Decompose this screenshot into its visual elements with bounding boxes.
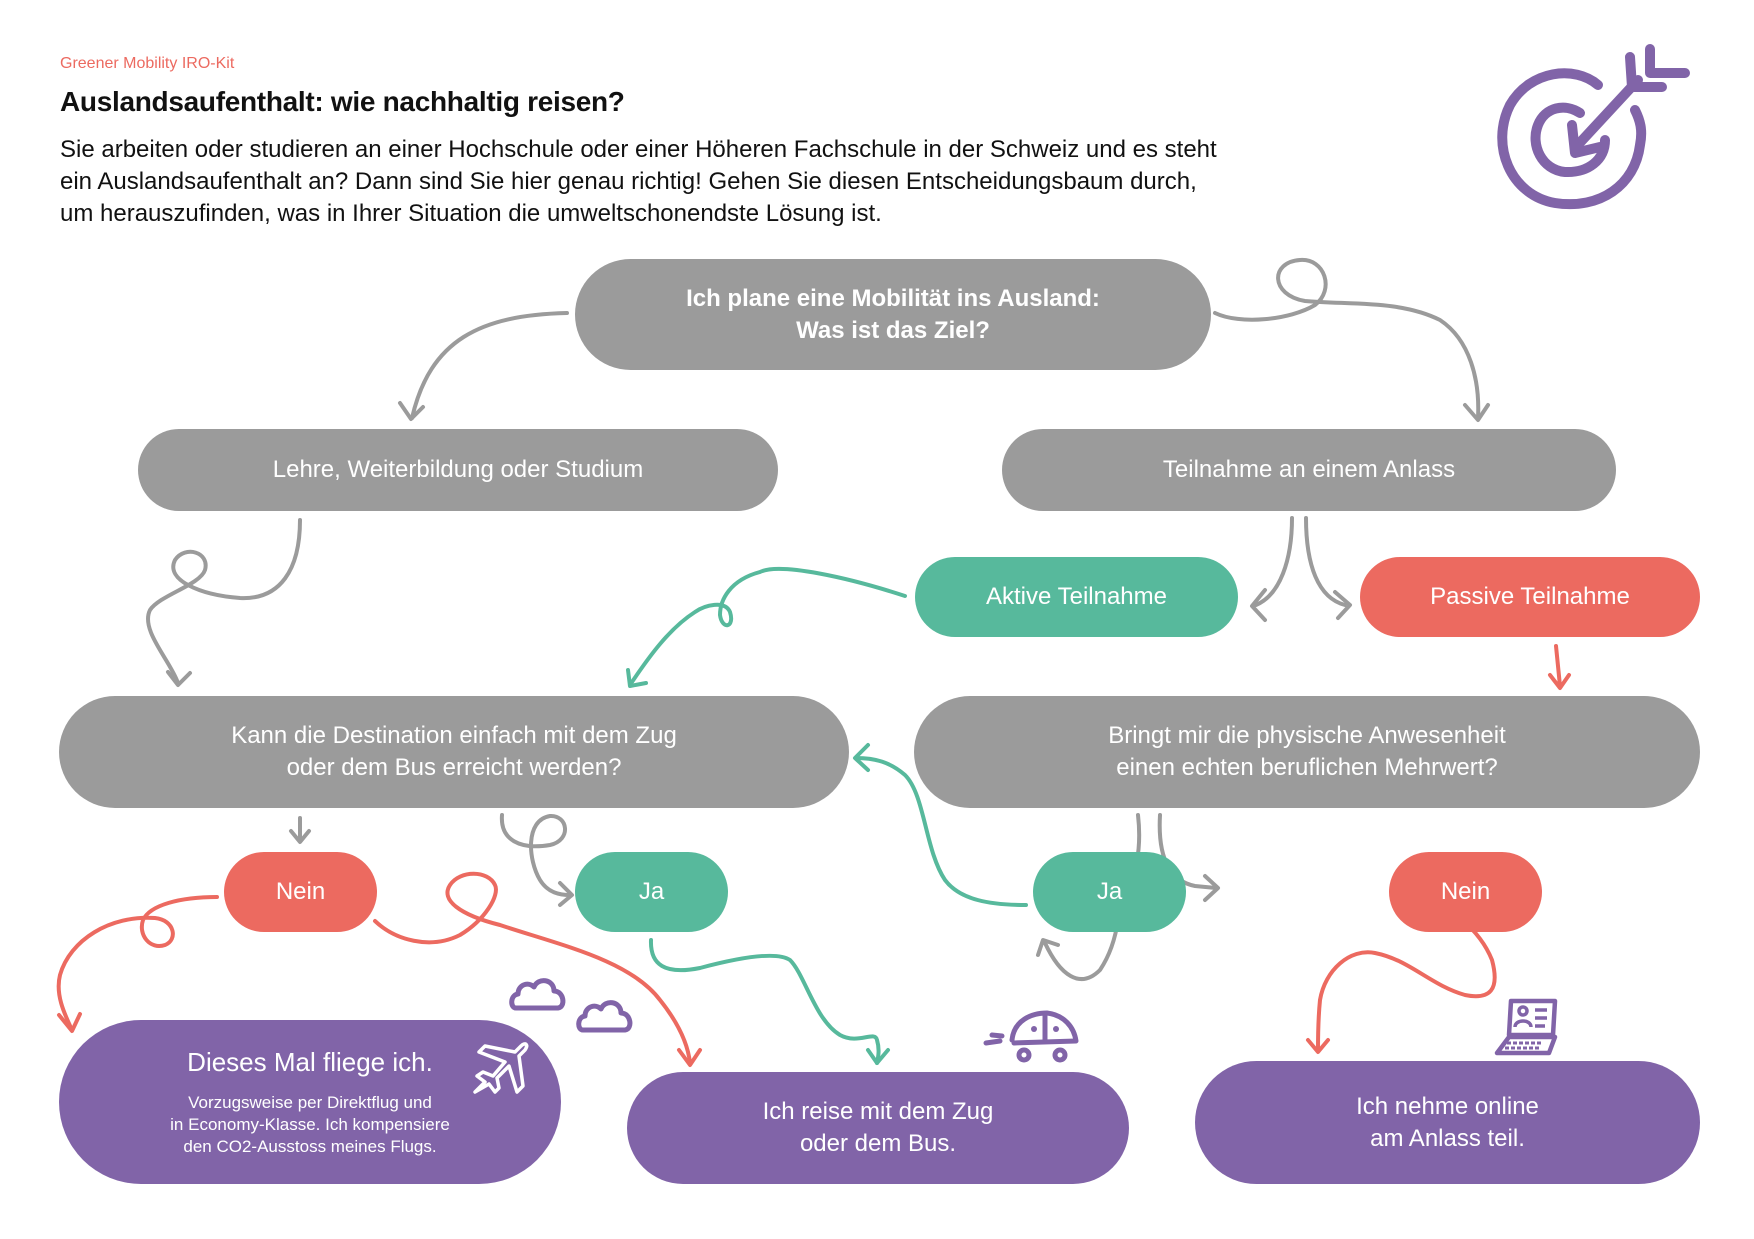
cloud-icon	[509, 978, 566, 1011]
option-active-label: Aktive Teilnahme	[986, 583, 1167, 610]
outcome-train-line: oder dem Bus.	[799, 1130, 957, 1157]
arrowhead	[626, 668, 648, 688]
option-active-participation: Aktive Teilnahme	[915, 557, 1238, 637]
arrowhead	[57, 1012, 82, 1033]
connector-passive-presence	[1554, 644, 1562, 688]
outcome-fly-line: in Economy-Klasse. Ich kompensiere	[170, 1115, 450, 1134]
answer-label: Nein	[1440, 878, 1491, 905]
arrowhead	[1036, 938, 1060, 957]
kit-label: Greener Mobility IRO-Kit	[60, 55, 235, 72]
outcome-fly-detail: Vorzugsweise per Direktflug und in Econo…	[170, 1092, 450, 1158]
train-answer-yes: Ja	[575, 852, 728, 932]
option-event-label: Teilnahme an einem Anlass	[1162, 456, 1456, 483]
answer-label: Ja	[638, 878, 665, 905]
arrowhead	[1203, 874, 1220, 902]
arrowhead	[677, 1048, 702, 1067]
connector-start-event	[1213, 257, 1481, 420]
start-question-line: Ich plane eine Mobilität ins Ausland:	[686, 284, 1100, 312]
arrowhead	[1333, 590, 1352, 620]
connector-presence-yes-green	[854, 756, 1028, 907]
airplane-icon	[473, 1042, 529, 1094]
option-education: Lehre, Weiterbildung oder Studium	[138, 429, 778, 511]
arrowhead	[1250, 588, 1267, 622]
outcome-online: Ich nehme online am Anlass teil.	[1195, 1061, 1700, 1184]
intro-line: um herauszufinden, was in Ihrer Situatio…	[60, 200, 882, 227]
train-answer-no: Nein	[224, 852, 377, 932]
presence-answer-no: Nein	[1389, 852, 1542, 932]
train-bus-question: Kann die Destination einfach mit dem Zug…	[59, 696, 849, 808]
connector-yes-train	[648, 938, 881, 1065]
arrowhead	[289, 829, 311, 844]
target-arrow-icon	[1497, 44, 1690, 210]
outcome-online-line: am Anlass teil.	[1370, 1124, 1525, 1152]
arrowhead	[558, 881, 574, 907]
arrowhead	[1306, 1038, 1330, 1054]
option-event: Teilnahme an einem Anlass	[1002, 429, 1616, 511]
outcome-online-line: Ich nehme online	[1356, 1092, 1539, 1120]
arrowhead	[866, 1048, 890, 1065]
outcome-train-bus: Ich reise mit dem Zug oder dem Bus.	[627, 1072, 1129, 1184]
presence-question-line: Bringt mir die physische Anwesenheit	[1108, 722, 1506, 749]
laptop-icon	[1494, 998, 1558, 1056]
presence-question: Bringt mir die physische Anwesenheit ein…	[914, 696, 1700, 808]
connector-no-fly	[56, 895, 219, 1032]
connector-event-active	[1254, 516, 1294, 607]
arrowhead	[398, 401, 425, 421]
start-question: Ich plane eine Mobilität ins Ausland: Wa…	[575, 259, 1211, 370]
outcome-train-line: Ich reise mit dem Zug	[762, 1098, 994, 1125]
connector-education-train	[146, 518, 302, 685]
option-passive-participation: Passive Teilnahme	[1360, 557, 1700, 637]
cloud-icon	[576, 1000, 633, 1033]
connector-train-yes	[499, 813, 572, 897]
outcome-fly-title: Dieses Mal fliege ich.	[187, 1047, 433, 1077]
connector-no-online	[1316, 888, 1497, 1052]
car-icon	[983, 1010, 1079, 1063]
arrowhead	[853, 743, 870, 772]
train-question-line: oder dem Bus erreicht werden?	[286, 754, 622, 781]
outcome-fly-line: den CO2-Ausstoss meines Flugs.	[183, 1137, 437, 1156]
arrowhead	[1548, 673, 1571, 690]
outcome-fly-line: Vorzugsweise per Direktflug und	[188, 1093, 432, 1112]
option-education-label: Lehre, Weiterbildung oder Studium	[272, 456, 644, 483]
presence-answer-yes: Ja	[1033, 852, 1186, 932]
presence-question-line: einen echten beruflichen Mehrwert?	[1116, 754, 1498, 781]
answer-label: Nein	[275, 878, 326, 905]
train-question-line: Kann die Destination einfach mit dem Zug	[231, 722, 677, 749]
connector-active-train	[628, 566, 907, 687]
page-title: Auslandsaufenthalt: wie nachhaltig reise…	[60, 86, 625, 117]
arrowhead	[166, 670, 192, 687]
intro-line: Sie arbeiten oder studieren an einer Hoc…	[60, 136, 1217, 163]
start-question-line: Was ist das Ziel?	[796, 316, 990, 344]
option-passive-label: Passive Teilnahme	[1430, 583, 1630, 610]
connector-start-education	[410, 311, 569, 420]
arrowhead	[1463, 403, 1490, 422]
connector-event-passive	[1304, 516, 1347, 607]
connector-no-train	[373, 871, 692, 1065]
intro-line: ein Auslandsaufenthalt an? Dann sind Sie…	[60, 168, 1197, 195]
answer-label: Ja	[1096, 878, 1123, 905]
outcome-fly: Dieses Mal fliege ich. Vorzugsweise per …	[59, 1020, 561, 1184]
intro-text: Sie arbeiten oder studieren an einer Hoc…	[60, 134, 1460, 230]
